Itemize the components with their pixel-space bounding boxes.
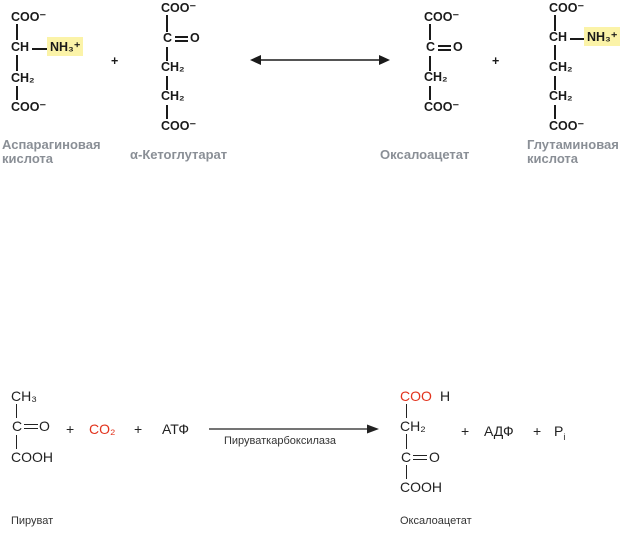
aspartate-nh3-highlight: NH₃⁺ bbox=[47, 37, 84, 56]
glutamate-coo-bottom: COO⁻ bbox=[549, 119, 585, 133]
oxaloacetate-h: H bbox=[440, 388, 451, 404]
bond bbox=[406, 434, 408, 449]
bond bbox=[16, 24, 18, 40]
phosphate-p: P bbox=[554, 423, 564, 439]
oxaloacetate-o: O bbox=[429, 449, 440, 465]
aspartate-coo-top: COO⁻ bbox=[11, 10, 47, 24]
oxaloacetate-coo-red: COO bbox=[400, 388, 432, 404]
aspartate-ch: CH bbox=[11, 40, 30, 54]
pyruvate-o: O bbox=[39, 418, 50, 434]
plus-sign: + bbox=[461, 423, 470, 439]
glutamate-name-line2: кислота bbox=[527, 151, 579, 166]
double-bond-top bbox=[438, 45, 451, 47]
bond bbox=[429, 86, 431, 100]
bond bbox=[16, 55, 18, 71]
adp-label: АДФ bbox=[484, 423, 514, 439]
bond bbox=[166, 15, 168, 32]
plus-sign: + bbox=[111, 54, 119, 68]
pyruvate-c: C bbox=[12, 418, 23, 434]
ketoglutarate-coo-top: COO⁻ bbox=[161, 1, 197, 15]
enzyme-label: Пируваткарбоксилаза bbox=[224, 435, 337, 447]
phosphate-label: Pi bbox=[554, 423, 565, 442]
plus-sign: + bbox=[66, 421, 75, 437]
plus-sign: + bbox=[134, 421, 143, 437]
reversible-arrow bbox=[250, 55, 390, 65]
bond bbox=[406, 404, 408, 418]
bond bbox=[16, 404, 18, 418]
ketoglutarate-o: O bbox=[190, 31, 200, 45]
forward-arrow bbox=[209, 424, 379, 434]
pyruvate-name: Пируват bbox=[11, 515, 54, 527]
atp-label: АТФ bbox=[162, 421, 189, 437]
oxaloacetate-o: O bbox=[453, 40, 463, 54]
ketoglutarate-ch2-1: CH₂ bbox=[161, 60, 185, 74]
bond bbox=[166, 47, 168, 61]
double-bond-bottom bbox=[413, 459, 427, 461]
double-bond-bottom bbox=[175, 40, 188, 42]
bond bbox=[16, 86, 18, 100]
aspartate-ch2: CH₂ bbox=[11, 71, 35, 85]
bond bbox=[166, 105, 168, 119]
glutamate-coo-top: COO⁻ bbox=[549, 1, 585, 15]
co2-label: CO₂ bbox=[89, 421, 116, 437]
oxaloacetate-coo-bottom: COO⁻ bbox=[424, 100, 460, 114]
oxaloacetate-c: C bbox=[426, 40, 436, 54]
aspartate-coo-bottom: COO⁻ bbox=[11, 100, 47, 114]
glutamate-ch2-1: CH₂ bbox=[549, 60, 573, 74]
double-bond-bottom bbox=[24, 428, 38, 430]
bond bbox=[554, 15, 556, 31]
bond bbox=[16, 435, 18, 449]
double-bond-top bbox=[175, 36, 188, 38]
pyruvate-cooh: COOH bbox=[11, 449, 53, 465]
glutamate-ch2-2: CH₂ bbox=[549, 89, 573, 103]
oxaloacetate-ch2: CH₂ bbox=[400, 418, 426, 434]
plus-sign: + bbox=[492, 54, 500, 68]
oxaloacetate-coo-top: COO⁻ bbox=[424, 10, 460, 24]
oxaloacetate-ch2: CH₂ bbox=[424, 70, 448, 84]
ketoglutarate-coo-bottom: COO⁻ bbox=[161, 119, 197, 133]
aspartate-name-line1: Аспарагиновая bbox=[2, 137, 101, 152]
bond bbox=[570, 38, 584, 40]
ketoglutarate-c: C bbox=[163, 31, 173, 45]
oxaloacetate-name: Оксалоацетат bbox=[380, 147, 470, 162]
phosphate-subscript: i bbox=[563, 431, 566, 442]
double-bond-top bbox=[24, 424, 38, 426]
bond bbox=[554, 105, 556, 119]
glutamate-ch: CH bbox=[549, 30, 568, 44]
oxaloacetate-cooh: COOH bbox=[400, 479, 442, 495]
glutamate-name-line1: Глутаминовая bbox=[527, 137, 619, 152]
bond bbox=[554, 76, 556, 90]
oxaloacetate-name-2: Оксалоацетат bbox=[400, 515, 472, 527]
bond bbox=[429, 56, 431, 71]
double-bond-top bbox=[413, 455, 427, 457]
bond bbox=[554, 45, 556, 60]
ketoglutarate-name: α-Кетоглутарат bbox=[130, 147, 228, 162]
oxaloacetate-c: C bbox=[401, 449, 412, 465]
bond bbox=[32, 48, 48, 50]
ketoglutarate-ch2-2: CH₂ bbox=[161, 89, 185, 103]
pyruvate-ch3: CH₃ bbox=[11, 388, 37, 404]
bond bbox=[406, 465, 408, 479]
plus-sign: + bbox=[533, 423, 542, 439]
bond bbox=[429, 24, 431, 40]
bond bbox=[166, 76, 168, 90]
glutamate-nh3-highlight: NH₃⁺ bbox=[584, 27, 621, 46]
aspartate-name-line2: кислота bbox=[2, 151, 54, 166]
double-bond-bottom bbox=[438, 49, 451, 51]
